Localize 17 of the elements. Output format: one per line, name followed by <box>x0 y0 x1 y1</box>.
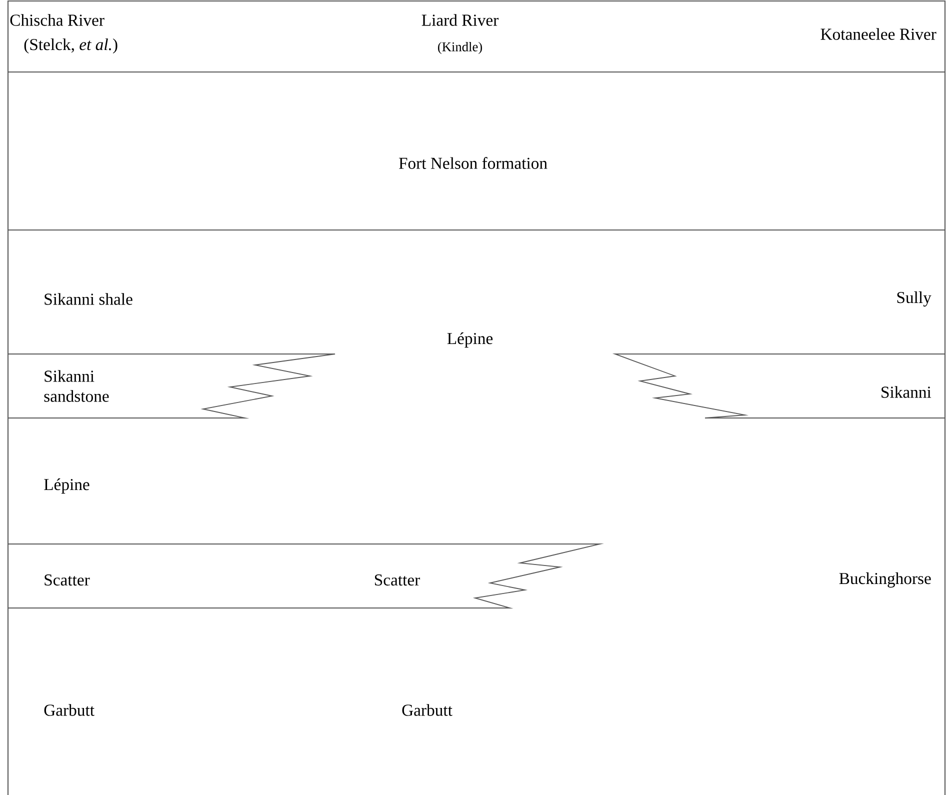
formation-label: Scatter <box>44 574 90 586</box>
formation-label: Lépine <box>447 332 493 348</box>
formation-label: Scatter <box>374 574 420 586</box>
column-heading: Kotaneelee River <box>820 28 936 40</box>
formation-label: Garbutt <box>402 704 452 716</box>
formation-label: Buckinghorse <box>839 572 931 588</box>
formation-label: Sully <box>897 291 932 307</box>
formation-label: Sikanni <box>882 386 932 398</box>
heading-note: (Kindle) <box>438 42 482 54</box>
formation-label: Lépine <box>44 478 90 494</box>
formation-label: Sikanni shale <box>44 293 132 305</box>
formation-label: Sikanni sandstone <box>44 370 109 402</box>
formation-label: Garbutt <box>44 704 94 716</box>
heading-note: (Stelck, et al.) <box>24 38 118 54</box>
column-heading: Chischa River <box>10 14 104 26</box>
column-heading: Liard River <box>422 14 498 26</box>
formation-label: Fort Nelson formation <box>398 157 548 169</box>
